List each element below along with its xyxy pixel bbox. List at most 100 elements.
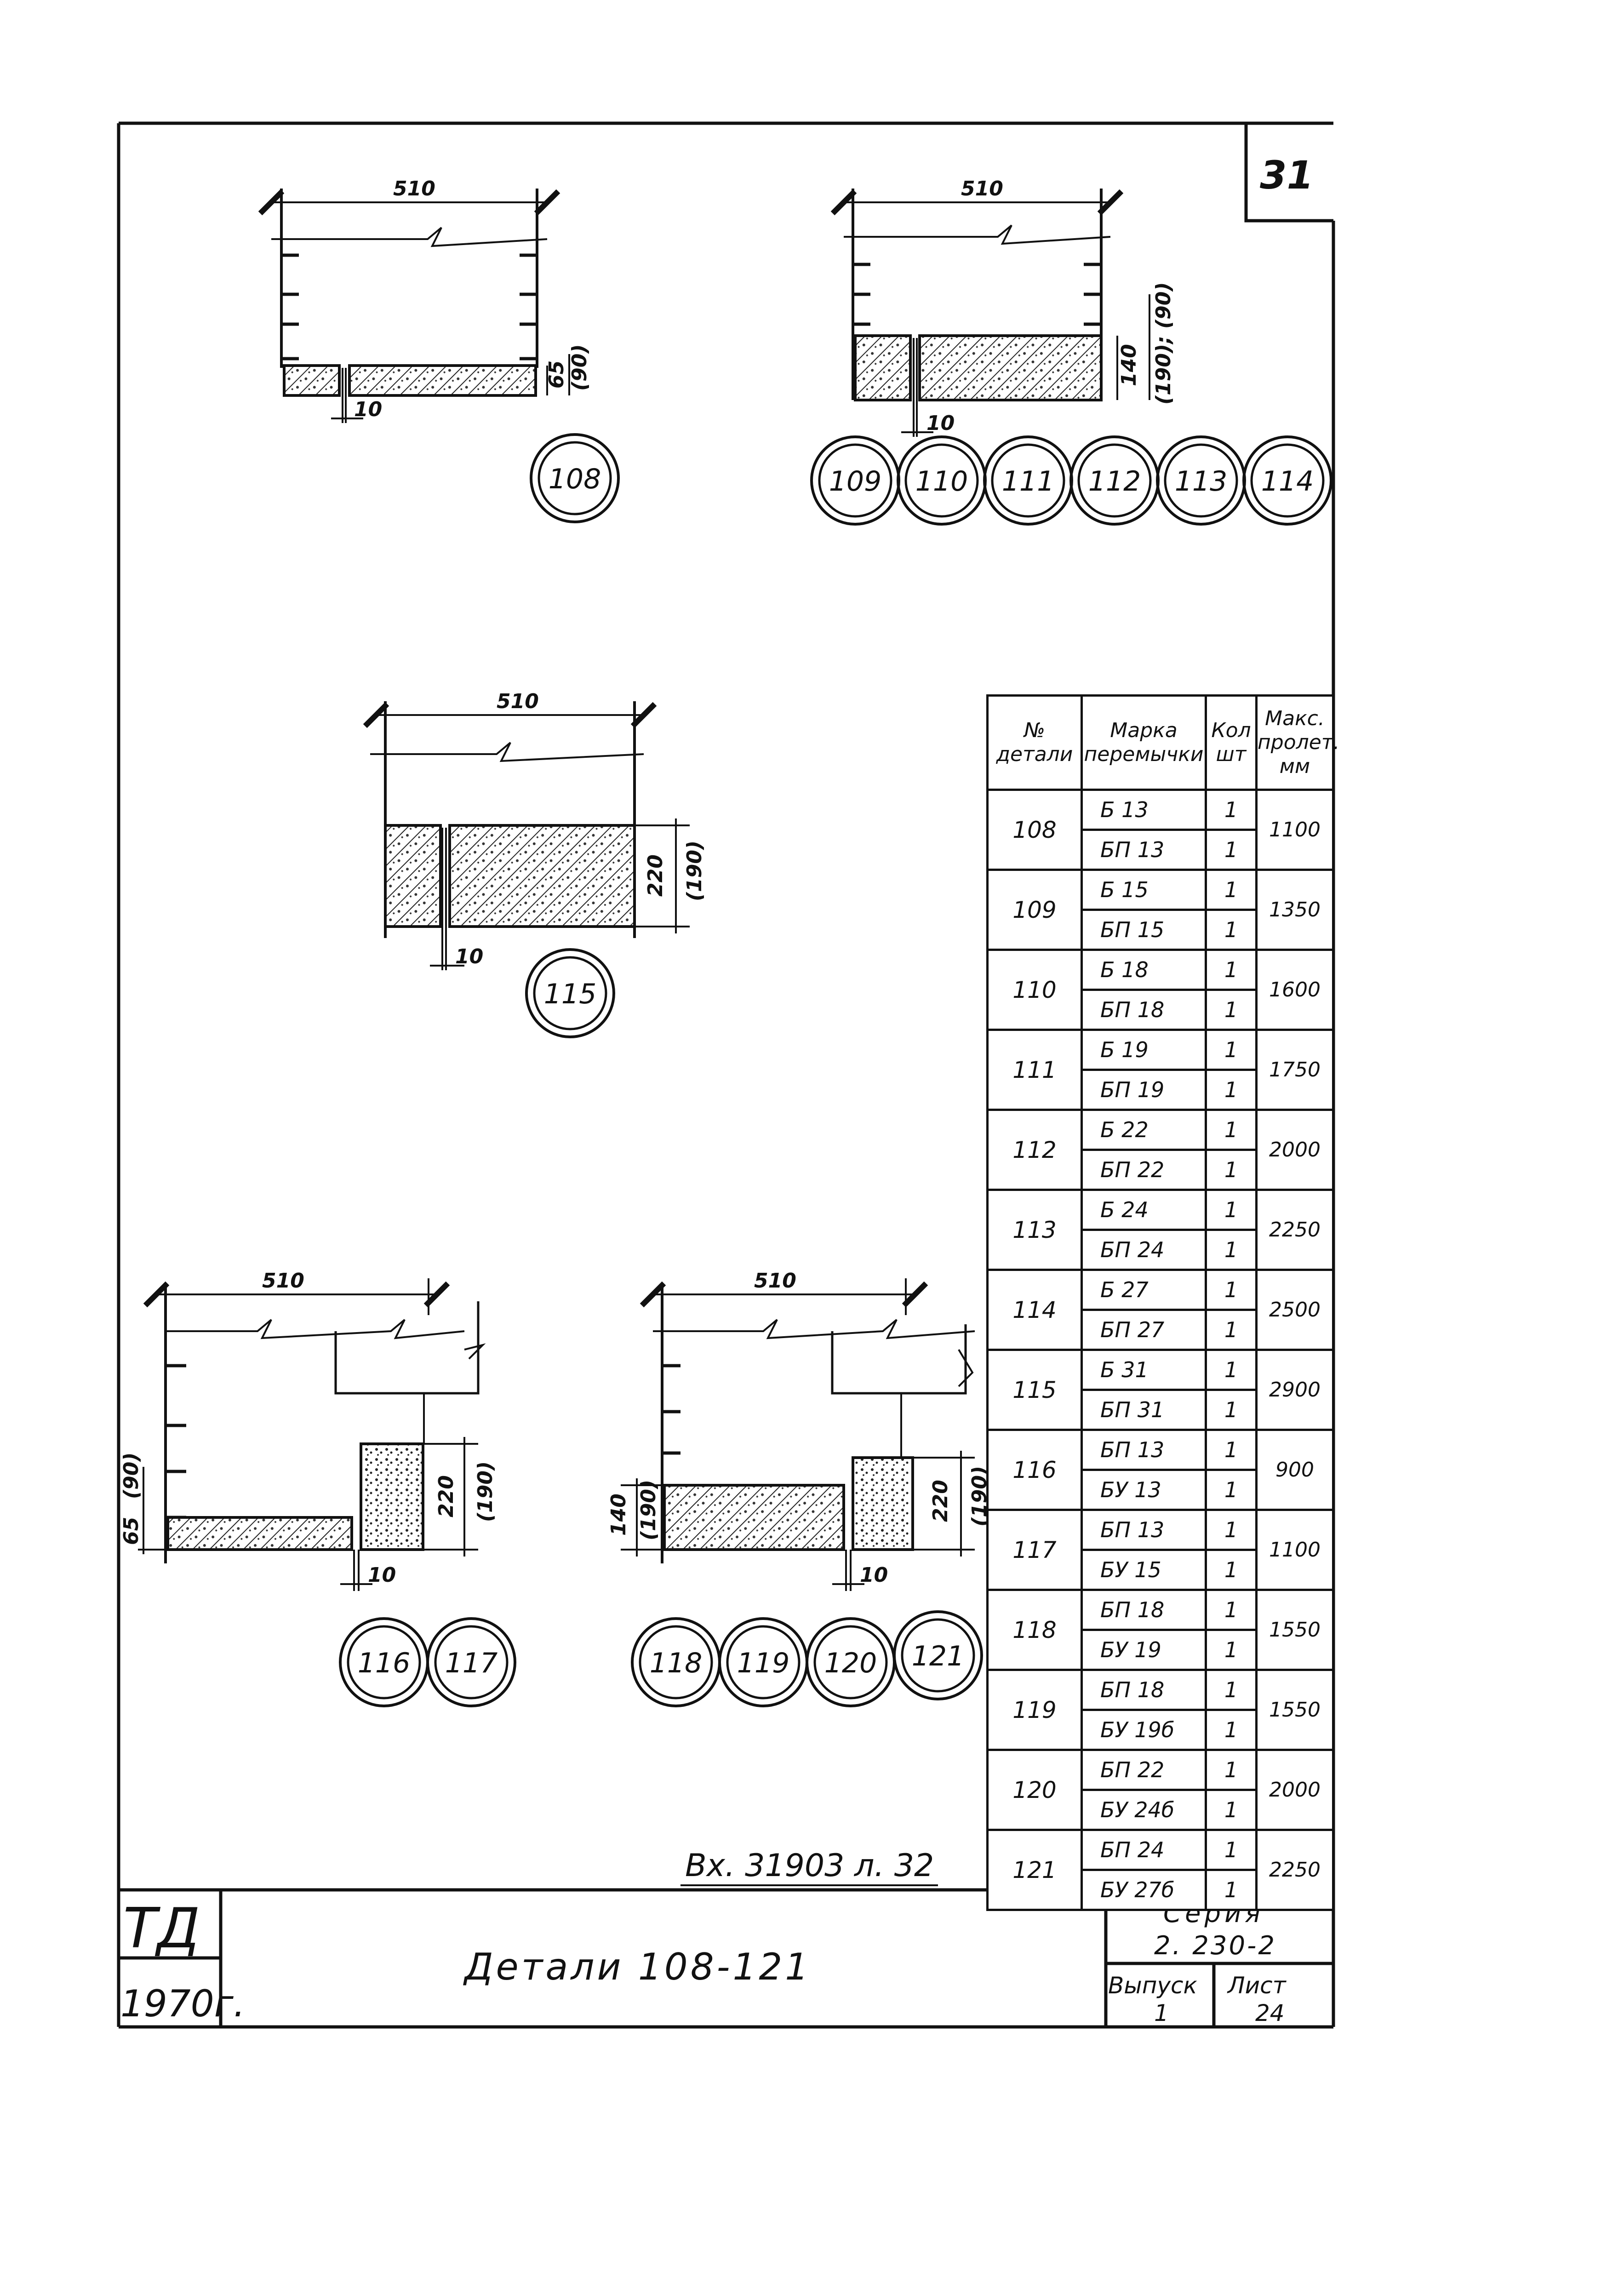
cell-lintel-mark: БП 19 <box>1081 1069 1207 1111</box>
cell-quantity: 1 <box>1205 869 1258 911</box>
callout-108: 108 <box>530 433 620 523</box>
dim-width-118: 510 <box>754 1269 796 1293</box>
cell-detail-number: 109 <box>986 869 1083 951</box>
header-qty: Кол шт <box>1205 694 1258 791</box>
callout-118: 118 <box>631 1617 721 1707</box>
dim-height-alt-118: (190) <box>637 1480 660 1540</box>
svg-text:110: 110 <box>915 465 968 498</box>
svg-text:120: 120 <box>824 1647 877 1679</box>
cell-quantity: 1 <box>1205 1629 1258 1671</box>
callout-111: 111 <box>983 435 1073 526</box>
detail-drawing-115: 510 10 220 (190) <box>363 690 706 970</box>
callout-120: 120 <box>806 1617 896 1707</box>
cell-quantity: 1 <box>1205 1229 1258 1271</box>
dim-gap-109: 10 <box>926 412 955 435</box>
cell-max-span: 2500 <box>1255 1269 1334 1351</box>
callout-109: 109 <box>810 435 900 526</box>
cell-quantity: 1 <box>1205 829 1258 871</box>
dim-gap-108: 10 <box>354 398 382 421</box>
issue-value: 1 <box>1154 2000 1169 2026</box>
cell-quantity: 1 <box>1205 1589 1258 1631</box>
detail-drawing-108: 510 10 65 (90) <box>258 177 591 423</box>
cell-quantity: 1 <box>1205 1189 1258 1231</box>
dim-height-109: 140 <box>1117 344 1141 386</box>
cell-detail-number: 111 <box>986 1029 1083 1111</box>
cell-quantity: 1 <box>1205 1709 1258 1751</box>
callout-114: 114 <box>1242 435 1332 526</box>
cell-lintel-mark: БУ 15 <box>1081 1549 1207 1591</box>
dim-height-post-118: 220 <box>929 1480 952 1522</box>
cell-max-span: 1100 <box>1255 1509 1334 1591</box>
cell-max-span: 1100 <box>1255 789 1334 871</box>
cell-detail-number: 116 <box>986 1429 1083 1511</box>
dim-height-108: 65 <box>545 361 568 389</box>
cell-max-span: 2900 <box>1255 1349 1334 1431</box>
dim-gap-116: 10 <box>368 1563 396 1587</box>
svg-text:119: 119 <box>737 1647 790 1679</box>
callout-113: 113 <box>1156 435 1246 526</box>
header-detail: № детали <box>986 694 1083 791</box>
cell-detail-number: 115 <box>986 1349 1083 1431</box>
dim-height-alt-109: (190); (90) <box>1152 282 1175 405</box>
cell-detail-number: 117 <box>986 1509 1083 1591</box>
cell-quantity: 1 <box>1205 1549 1258 1591</box>
cell-lintel-mark: БУ 13 <box>1081 1469 1207 1511</box>
specification-table: № детали Марка перемычки Кол шт Макс. пр… <box>986 694 1339 1911</box>
svg-text:118: 118 <box>650 1647 703 1679</box>
sheet-label: Лист <box>1227 1972 1287 1999</box>
cell-quantity: 1 <box>1205 1669 1258 1711</box>
cell-detail-number: 112 <box>986 1109 1083 1191</box>
cell-lintel-mark: БП 13 <box>1081 1509 1207 1551</box>
cell-lintel-mark: БП 18 <box>1081 989 1207 1031</box>
cell-lintel-mark: БУ 24б <box>1081 1789 1207 1831</box>
detail-drawing-118: 510 10 140 (190) 220 (190) <box>607 1269 991 1591</box>
svg-text:108: 108 <box>549 463 601 495</box>
sheet-value: 24 <box>1255 2000 1285 2026</box>
cell-max-span: 1600 <box>1255 949 1334 1031</box>
cell-lintel-mark: БП 18 <box>1081 1669 1207 1711</box>
cell-lintel-mark: Б 15 <box>1081 869 1207 911</box>
cell-detail-number: 108 <box>986 789 1083 871</box>
cell-detail-number: 114 <box>986 1269 1083 1351</box>
dim-height-115: 220 <box>644 854 667 897</box>
cell-lintel-mark: Б 22 <box>1081 1109 1207 1151</box>
svg-text:113: 113 <box>1175 465 1228 498</box>
cell-lintel-mark: БП 15 <box>1081 909 1207 951</box>
dim-height-116: 65 <box>120 1517 143 1545</box>
detail-drawing-109: 510 10 140 (190); (90) <box>830 177 1175 437</box>
svg-text:116: 116 <box>358 1647 411 1679</box>
cell-lintel-mark: БУ 27б <box>1081 1869 1207 1911</box>
detail-drawing-116: 510 10 65 (90) 220 (190) <box>120 1269 497 1591</box>
dim-width-109: 510 <box>961 177 1003 200</box>
dim-height-118: 140 <box>607 1494 630 1536</box>
cell-max-span: 2250 <box>1255 1189 1334 1271</box>
cell-lintel-mark: БП 24 <box>1081 1829 1207 1871</box>
cell-detail-number: 120 <box>986 1749 1083 1831</box>
cell-lintel-mark: БП 24 <box>1081 1229 1207 1271</box>
callout-119: 119 <box>718 1617 808 1707</box>
cell-quantity: 1 <box>1205 1269 1258 1311</box>
cell-quantity: 1 <box>1205 789 1258 831</box>
cell-quantity: 1 <box>1205 909 1258 951</box>
svg-text:114: 114 <box>1261 465 1314 498</box>
cell-quantity: 1 <box>1205 1869 1258 1911</box>
